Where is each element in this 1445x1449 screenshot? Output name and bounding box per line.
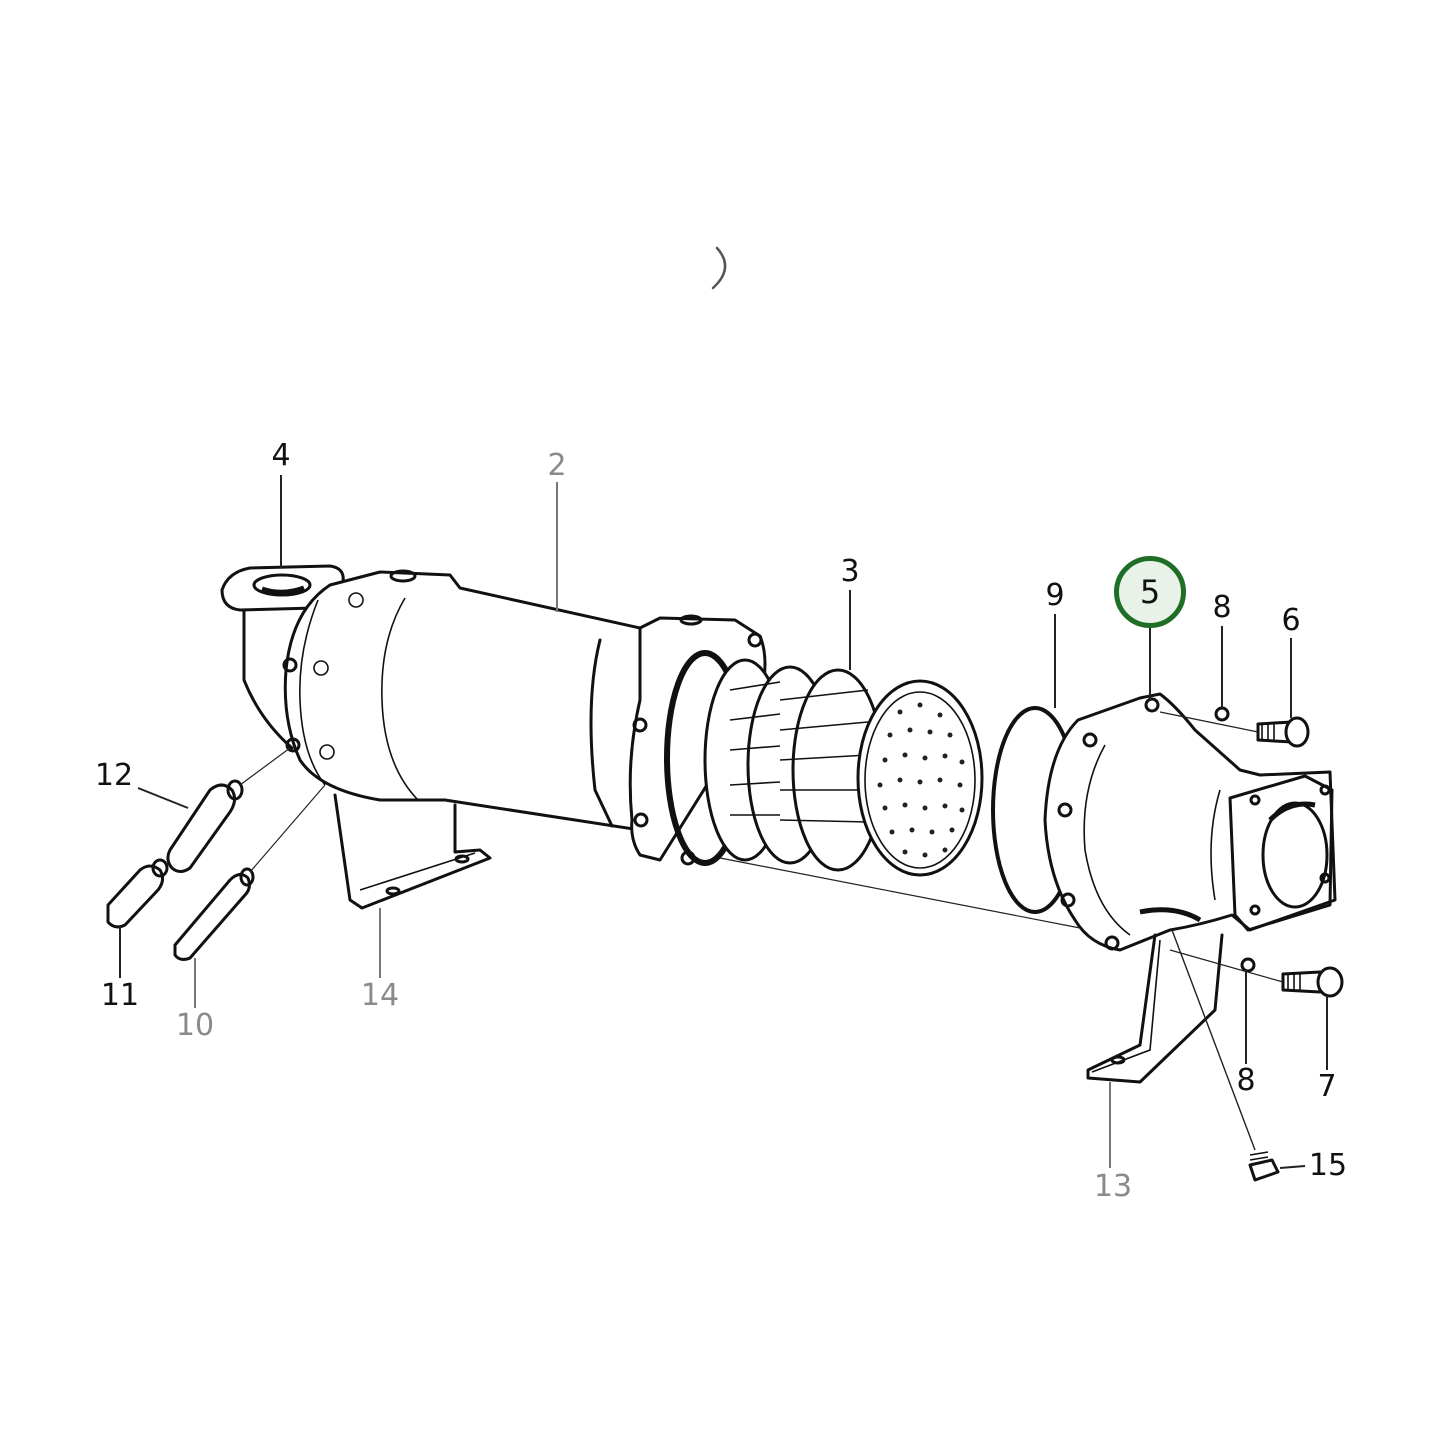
- callout-6[interactable]: 6: [1281, 603, 1301, 638]
- part-13-right-bracket[interactable]: [1086, 933, 1224, 1084]
- callout-9[interactable]: 9: [1045, 578, 1065, 613]
- part-14-left-bracket[interactable]: [333, 793, 492, 910]
- part-11-threaded-fitting[interactable]: [106, 858, 169, 929]
- part-12-sensor-housing[interactable]: [166, 779, 244, 873]
- callout-11[interactable]: 11: [100, 978, 140, 1013]
- stray-mark: [711, 246, 727, 290]
- part-8-washer-top[interactable]: [1214, 706, 1230, 722]
- part-2-shell[interactable]: [282, 569, 767, 866]
- callout-15[interactable]: 15: [1308, 1148, 1348, 1183]
- part-6-bolt[interactable]: [1256, 716, 1310, 748]
- callout-7[interactable]: 7: [1317, 1069, 1337, 1104]
- part-8-washer-bottom[interactable]: [1240, 957, 1256, 973]
- callout-14[interactable]: 14: [360, 978, 400, 1013]
- highlight-ring-item-5: [1114, 556, 1186, 628]
- callout-3[interactable]: 3: [840, 554, 860, 589]
- callout-5-highlighted[interactable]: 5: [1139, 573, 1161, 611]
- part-10-valve-fitting[interactable]: [173, 867, 255, 961]
- part-7-bolt[interactable]: [1281, 966, 1344, 998]
- callout-8-top[interactable]: 8: [1212, 590, 1232, 625]
- callout-13[interactable]: 13: [1093, 1169, 1133, 1204]
- part-5-end-cover[interactable]: [1043, 692, 1337, 952]
- leader-lines: [119, 475, 1328, 1169]
- part-15-drain-plug[interactable]: [1248, 1151, 1280, 1182]
- callout-4[interactable]: 4: [271, 438, 291, 473]
- part-3-tube-bundle[interactable]: [664, 650, 984, 877]
- callout-2[interactable]: 2: [547, 448, 567, 483]
- callout-8-bottom[interactable]: 8: [1236, 1063, 1256, 1098]
- callout-12[interactable]: 12: [94, 758, 134, 793]
- callout-10[interactable]: 10: [175, 1008, 215, 1043]
